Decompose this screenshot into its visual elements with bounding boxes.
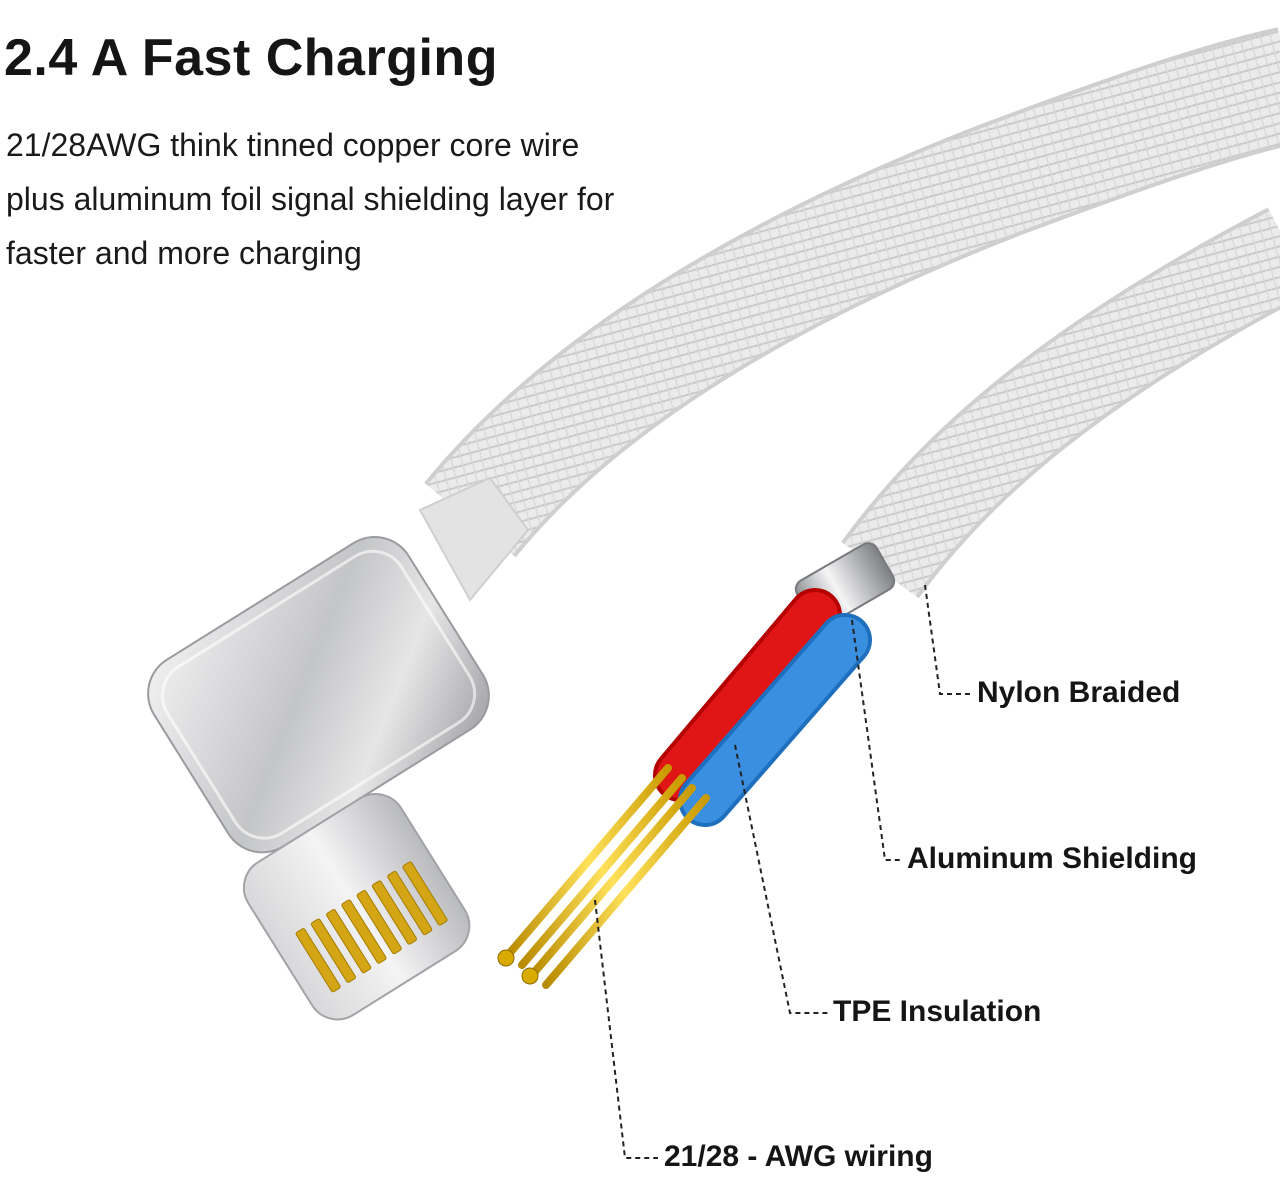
leader-lines — [594, 584, 972, 1159]
headline: 2.4 A Fast Charging — [4, 29, 498, 87]
lightning-connector-icon — [147, 536, 490, 1021]
gold-contacts — [295, 861, 448, 993]
description-line: plus aluminum foil signal shielding laye… — [6, 181, 615, 217]
callout-aluminum-shielding: Aluminum Shielding — [907, 842, 1197, 875]
insulated-wires — [653, 588, 872, 827]
description: 21/28AWG think tinned copper core wire p… — [6, 118, 766, 280]
strain-relief — [418, 476, 530, 602]
braided-cable-left — [424, 27, 1280, 558]
callout-awg-wiring: 21/28 - AWG wiring — [664, 1140, 933, 1173]
description-line: faster and more charging — [6, 235, 362, 271]
description-line: 21/28AWG think tinned copper core wire — [6, 127, 580, 163]
braided-cable-right — [841, 207, 1280, 599]
callout-nylon-braided: Nylon Braided — [977, 676, 1181, 709]
callout-tpe-insulation: TPE Insulation — [833, 995, 1042, 1028]
copper-cores — [497, 764, 710, 989]
